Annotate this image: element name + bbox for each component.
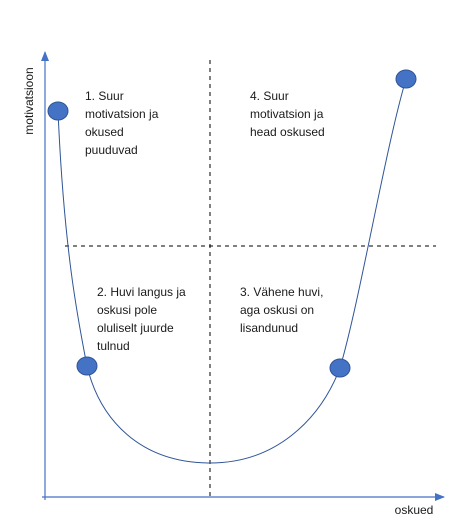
x-axis-label: oskued [395, 503, 434, 517]
quadrant-2-line-1: 2. Huvi langus ja [97, 285, 186, 299]
quadrant-2-line-3: oluliselt juurde [97, 321, 174, 335]
quadrant-2-text: 2. Huvi langus ja oskusi pole oluliselt … [97, 285, 189, 353]
quadrant-1-line-4: puuduvad [85, 143, 138, 157]
stage-1-marker [47, 101, 69, 121]
quadrant-4-line-1: 4. Suur [250, 89, 289, 103]
quadrant-4-line-2: motivatsion ja [250, 107, 324, 121]
quadrant-3-text: 3. Vähene huvi, aga oskusi on lisandunud [240, 285, 327, 335]
quadrant-2-line-4: tulnud [97, 339, 130, 353]
quadrant-1-line-2: motivatsion ja [85, 107, 159, 121]
quadrant-2-line-2: oskusi pole [97, 303, 157, 317]
quadrant-1-line-1: 1. Suur [85, 89, 124, 103]
stage-3-marker [329, 358, 351, 378]
quadrant-4-line-3: head oskused [250, 125, 325, 139]
quadrant-3-line-2: aga oskusi on [240, 303, 314, 317]
quadrant-1-text: 1. Suur motivatsion ja okused puuduvad [85, 89, 162, 157]
motivation-curve [57, 78, 407, 464]
quadrant-1-line-3: okused [85, 125, 124, 139]
stage-2-marker [76, 356, 98, 376]
quadrant-3-line-1: 3. Vähene huvi, [240, 285, 323, 299]
quadrant-4-text: 4. Suur motivatsion ja head oskused [250, 89, 327, 139]
y-axis-label: motivatsioon [22, 67, 36, 134]
stage-4-marker [395, 69, 417, 89]
quadrant-3-line-3: lisandunud [240, 321, 298, 335]
